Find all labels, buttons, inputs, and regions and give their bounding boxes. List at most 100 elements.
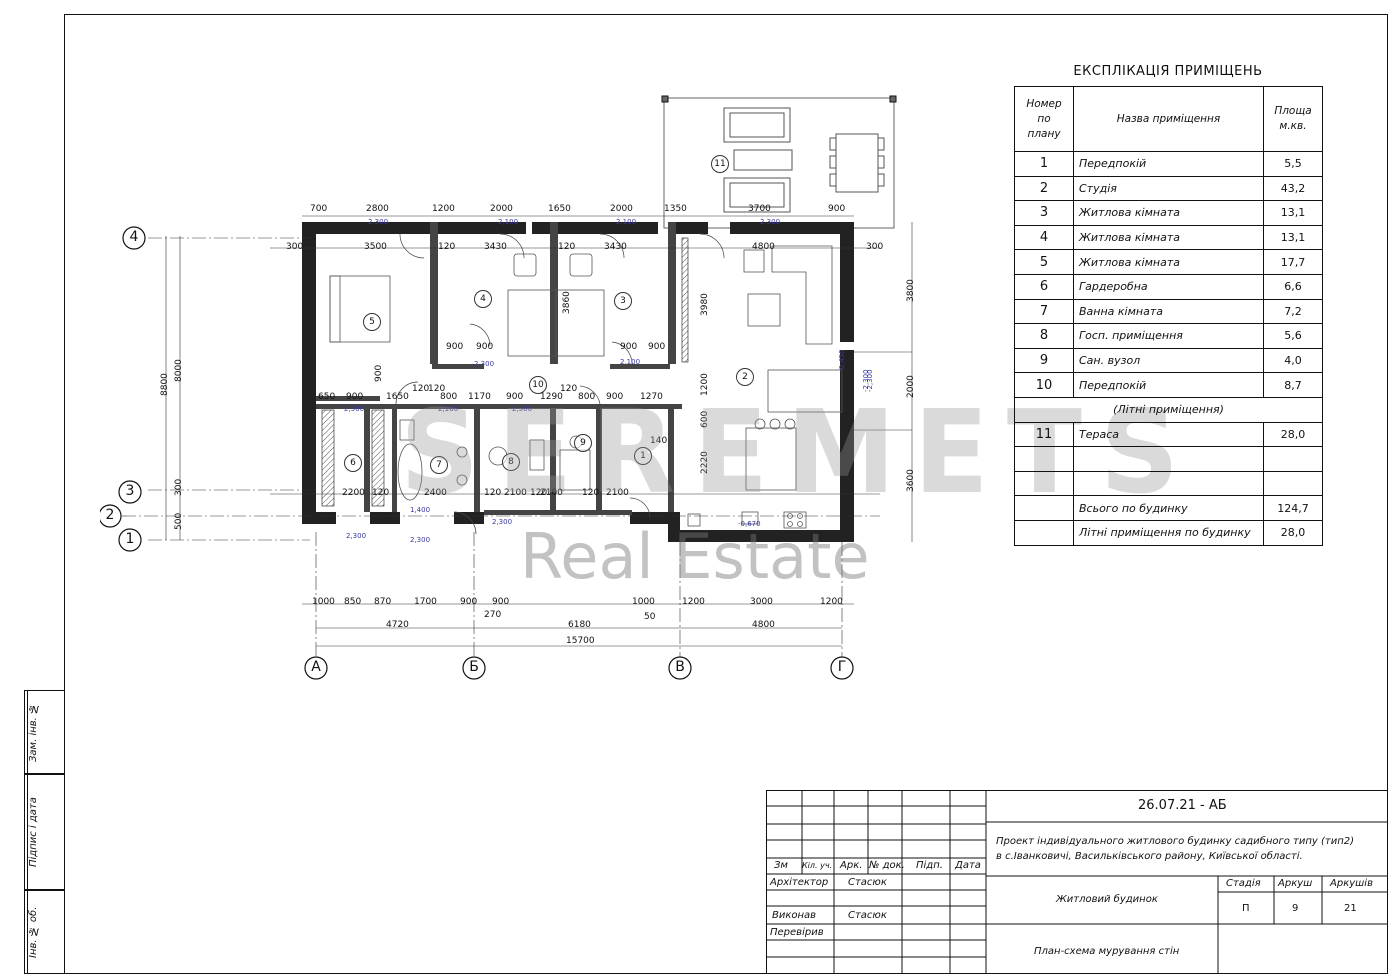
dimension-label: 300	[286, 242, 304, 252]
dimension-label: 1200	[682, 597, 705, 607]
dimension-label: 870	[374, 597, 392, 607]
dimension-label: 140	[650, 436, 668, 446]
dining-table-icon	[767, 369, 843, 413]
dimension-label: 1200	[820, 597, 843, 607]
axis-label-1: 1	[125, 531, 135, 547]
sofa-icon	[723, 177, 791, 213]
room-area: 6,6	[1263, 273, 1323, 300]
dimension-label: 2000	[490, 204, 513, 214]
axis-label-b: Б	[469, 659, 479, 675]
summer-rooms-label: (Літні приміщення)	[1014, 396, 1323, 423]
room-label: 8	[502, 453, 520, 471]
dimension-label: 270	[484, 610, 502, 620]
dimension-label: 3430	[604, 242, 627, 252]
dimension-label: 2,300	[492, 518, 513, 526]
dimension-label: 15700	[566, 636, 595, 646]
signature-name-architect: Стасюк	[848, 877, 887, 888]
dimension-label: 1350	[664, 204, 687, 214]
room-number: 11	[1014, 421, 1074, 448]
dimension-label: 2800	[366, 204, 389, 214]
terrace-outline	[663, 97, 895, 229]
dimension-label: 700	[310, 204, 328, 214]
dimension-label: 8800	[160, 373, 170, 396]
dimension-label: 1,400	[410, 506, 431, 514]
dimension-label: -0,450	[838, 349, 846, 372]
stage-header: Стадія	[1226, 878, 1261, 889]
side-stamp-signature: Підпис і дата	[24, 774, 64, 890]
dimension-label: 2,300	[410, 536, 431, 544]
dimension-label: 120	[372, 488, 390, 498]
explication-header-area: Площа м.кв.	[1263, 86, 1323, 152]
dimension-label: 50	[644, 612, 656, 622]
dimension-label: 2,300	[512, 405, 533, 413]
dimension-label: 650	[318, 392, 336, 402]
room-label: 1	[634, 447, 652, 465]
dimension-label: 3860	[562, 291, 572, 314]
dimension-label: 1000	[632, 597, 655, 607]
dimension-label: 2,300	[474, 360, 495, 368]
room-area: 7,2	[1263, 298, 1323, 325]
dimension-label: 900	[446, 342, 464, 352]
axis-label-g: Г	[837, 659, 847, 675]
room-number: 5	[1014, 249, 1074, 275]
room-name: Житлова кімната	[1073, 249, 1264, 275]
side-stamp-label: Інв. № об.	[27, 891, 46, 973]
room-area: 8,7	[1263, 372, 1323, 398]
summer-total-label: Літні приміщення по будинку	[1073, 519, 1264, 546]
empty-cell	[1263, 446, 1323, 472]
signature-header-sign: Підп.	[916, 860, 943, 871]
room-name: Житлова кімната	[1073, 224, 1264, 251]
dimension-label: 1270	[640, 392, 663, 402]
axis-label-v: В	[675, 659, 685, 675]
room-area: 4,0	[1263, 347, 1323, 374]
dimension-label: 6180	[568, 620, 591, 630]
dimension-label: 1000	[312, 597, 335, 607]
dimension-label: 2,100	[498, 218, 519, 226]
watermark-bottom: Real Estate	[520, 520, 870, 593]
explication-summer-label-row: (Літні приміщення)	[1014, 396, 1323, 423]
explication-header-number: Номер по плану	[1014, 86, 1074, 152]
room-area: 5,6	[1263, 323, 1323, 349]
room-name: Передпокій	[1073, 151, 1264, 177]
room-area: 17,7	[1263, 249, 1323, 275]
stage-value: П	[1242, 903, 1250, 914]
dimension-label: -0,670	[738, 520, 761, 528]
sheet-value: 9	[1292, 903, 1299, 914]
dimension-label: 2,100	[438, 405, 459, 413]
dimension-label: 120	[412, 384, 430, 394]
empty-cell	[1263, 470, 1323, 497]
dimension-label: 300	[174, 478, 184, 496]
dimension-label: 900	[620, 342, 638, 352]
axis-label-3: 3	[125, 483, 135, 499]
room-number: 10	[1014, 372, 1074, 398]
empty-cell	[1073, 446, 1264, 472]
title-block-grid	[766, 790, 1388, 974]
dimension-label: 120	[428, 384, 446, 394]
dimension-label: 4720	[386, 620, 409, 630]
side-stamp-label: Зам. інв. №	[27, 691, 46, 773]
dimension-label: 900	[460, 597, 478, 607]
room-name: Тераса	[1073, 421, 1264, 448]
dimension-label: 800	[578, 392, 596, 402]
room-number: 4	[1014, 224, 1074, 251]
room-number: 9	[1014, 347, 1074, 374]
dimension-label: 2,100	[620, 358, 641, 366]
room-number: 3	[1014, 200, 1074, 226]
interior-walls	[316, 222, 682, 515]
dimension-label: 2100	[606, 488, 629, 498]
dimension-label: 1200	[432, 204, 455, 214]
room-label: 7	[430, 456, 448, 474]
dimension-label: 1170	[468, 392, 491, 402]
dimension-label: 2,300	[368, 218, 389, 226]
room-label: 6	[344, 454, 362, 472]
summer-total-area: 28,0	[1263, 519, 1323, 546]
dimension-label: 1650	[386, 392, 409, 402]
dimension-label: 3800	[906, 279, 916, 302]
